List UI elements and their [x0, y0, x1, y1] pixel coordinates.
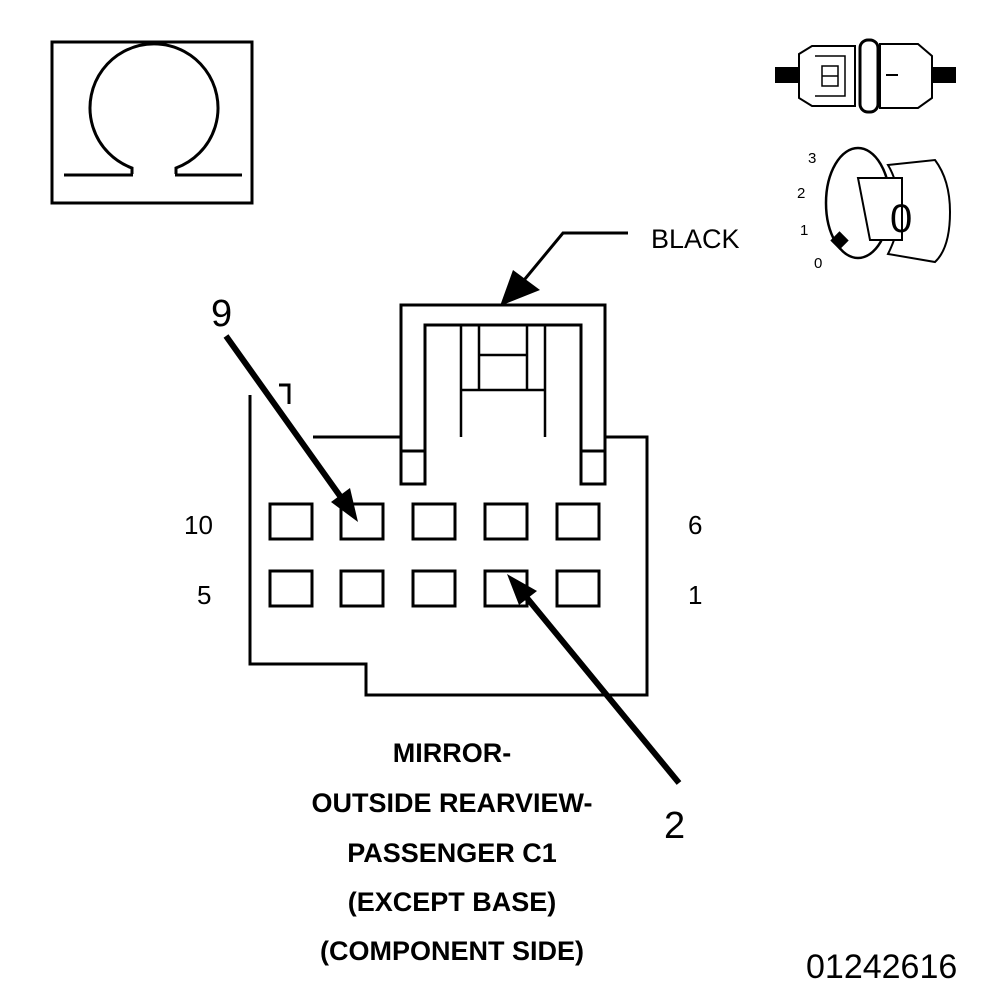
callout-label-2: 2 — [664, 805, 685, 847]
pin-cavity-6 — [555, 502, 601, 541]
pin-cavity-3 — [411, 569, 457, 608]
document-id: 01242616 — [806, 948, 957, 986]
connector-color-label: BLACK — [651, 224, 740, 254]
title-line-5: (COMPONENT SIDE) — [320, 936, 584, 966]
pin-cavity-1 — [555, 569, 601, 608]
ignition-position-2: 2 — [797, 185, 805, 202]
disconnected-connector-icon — [775, 38, 956, 114]
pin-cavities — [268, 502, 601, 608]
ignition-switch-icon: 3 2 1 0 0 — [797, 146, 952, 272]
callout-label-9: 9 — [211, 293, 232, 335]
title-line-2: OUTSIDE REARVIEW- — [312, 788, 593, 818]
ohm-meter-icon — [50, 40, 254, 205]
title-line-4: (EXCEPT BASE) — [348, 887, 557, 917]
pin-label-5: 5 — [197, 580, 211, 610]
callout-arrow-pin-2: 2 — [507, 574, 685, 847]
ignition-position-0: 0 — [814, 255, 822, 272]
pin-label-6: 6 — [688, 510, 702, 540]
pin-cavity-4 — [339, 569, 385, 608]
connector-title: MIRROR- OUTSIDE REARVIEW- PASSENGER C1 (… — [312, 738, 593, 966]
ignition-position-1: 1 — [800, 222, 808, 239]
connector-body — [248, 383, 649, 697]
pin-cavity-8 — [411, 502, 457, 541]
title-line-1: MIRROR- — [393, 738, 511, 768]
pin-label-1: 1 — [688, 580, 702, 610]
pin-cavity-7 — [483, 502, 529, 541]
ignition-position-3: 3 — [808, 150, 816, 167]
locking-tab — [399, 303, 607, 486]
ignition-key-label: 0 — [890, 197, 912, 241]
pin-cavity-10 — [268, 502, 314, 541]
callout-arrow-pin-9: 9 — [211, 293, 358, 522]
pin-cavity-5 — [268, 569, 314, 608]
pin-label-10: 10 — [184, 510, 213, 540]
color-callout: BLACK — [500, 224, 740, 306]
title-line-3: PASSENGER C1 — [347, 838, 557, 868]
